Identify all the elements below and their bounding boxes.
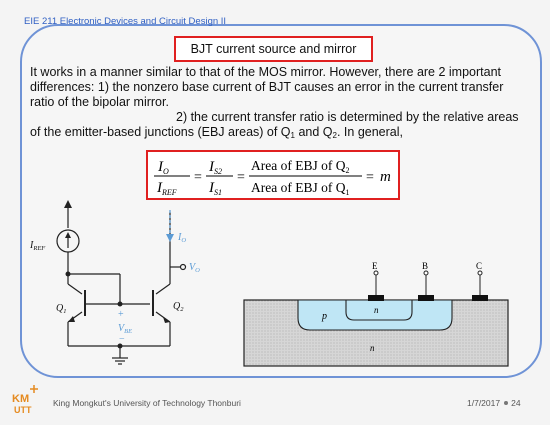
eq-m: m: [380, 169, 391, 185]
eq-equals-2: =: [237, 170, 245, 185]
q2-collector: [155, 283, 171, 295]
footer-date-page: 1/7/2017 24: [467, 398, 521, 408]
logo-text-1: KM: [12, 393, 29, 405]
base-terminal: [423, 270, 429, 276]
p-region-label: p: [321, 311, 327, 322]
q1-emitter-arrow: [68, 316, 75, 322]
emitter-terminal: [373, 270, 379, 276]
node-dot-1: [65, 271, 71, 277]
vo-terminal: [179, 263, 187, 271]
body-text: It works in a manner similar to that of …: [30, 65, 522, 140]
institution-name: King Mongkut's University of Technology …: [53, 398, 241, 408]
collector-contact: [472, 295, 488, 301]
n-emitter-region: [345, 299, 413, 321]
subscript-2: 2: [332, 131, 337, 140]
eq-is1: IS1: [208, 180, 222, 197]
subscript-1: 1: [290, 131, 295, 140]
q2-emitter-arrow: [163, 317, 170, 323]
eq-equals-3: =: [366, 170, 374, 185]
n-substrate-label: n: [370, 343, 375, 353]
terminal-c-label: C: [476, 261, 482, 271]
terminal-e-label: E: [372, 261, 378, 271]
q2-label: Q2: [173, 301, 184, 313]
base-contact: [418, 295, 434, 301]
vbe-minus: −: [119, 334, 125, 345]
q1-collector: [67, 283, 83, 295]
collector-terminal: [477, 270, 483, 276]
current-mirror-circuit: IREF IO VO Q1 Q2 + VBE −: [30, 200, 200, 365]
university-logo: KM UTT: [12, 385, 38, 415]
paragraph-2-part-a: 2) the current transfer ratio is determi…: [30, 110, 519, 139]
current-source-arrow-head: [65, 232, 71, 238]
slide-title: BJT current source and mirror: [174, 36, 373, 62]
supply-arrow-head: [64, 200, 72, 208]
paragraph-2-part-c: . In general,: [336, 125, 403, 139]
io-arrow-head: [166, 234, 174, 242]
paragraph-1: It works in a manner similar to that of …: [30, 65, 504, 109]
separator-dot: [504, 401, 509, 406]
bjt-cross-section: E B C p n n: [243, 261, 509, 367]
eq-area-den: Area of EBJ of Q1: [251, 180, 349, 197]
course-title: EIE 211 Electronic Devices and Circuit D…: [24, 16, 227, 27]
slide-date: 1/7/2017: [467, 398, 501, 408]
eq-iref: IREF: [156, 180, 177, 197]
q1-label: Q1: [56, 303, 66, 315]
eq-area-num: Area of EBJ of Q2: [251, 158, 349, 175]
emitter-contact: [368, 295, 384, 301]
eq-io: IO: [157, 159, 169, 176]
vo-label: VO: [189, 262, 200, 274]
paragraph-2: 2) the current transfer ratio is determi…: [30, 110, 522, 140]
equation-box: IO IREF = IS2 IS1 = Area of EBJ of Q2 Ar…: [146, 150, 400, 200]
eq-is2: IS2: [208, 159, 222, 176]
n-emitter-label: n: [374, 305, 379, 315]
terminal-b-label: B: [422, 261, 428, 271]
logo-text-2: UTT: [14, 405, 32, 415]
node-dot-3: [117, 343, 123, 349]
iref-label: IREF: [30, 240, 46, 252]
page-number: 24: [511, 398, 521, 408]
vbe-label: VBE: [118, 323, 132, 335]
node-dot-2: [117, 301, 123, 307]
equation-svg: IO IREF = IS2 IS1 = Area of EBJ of Q2 Ar…: [154, 158, 391, 197]
paragraph-2-part-b: and Q: [295, 125, 333, 139]
io-label: IO: [177, 232, 186, 244]
vbe-plus: +: [118, 309, 124, 320]
eq-equals-1: =: [194, 170, 202, 185]
